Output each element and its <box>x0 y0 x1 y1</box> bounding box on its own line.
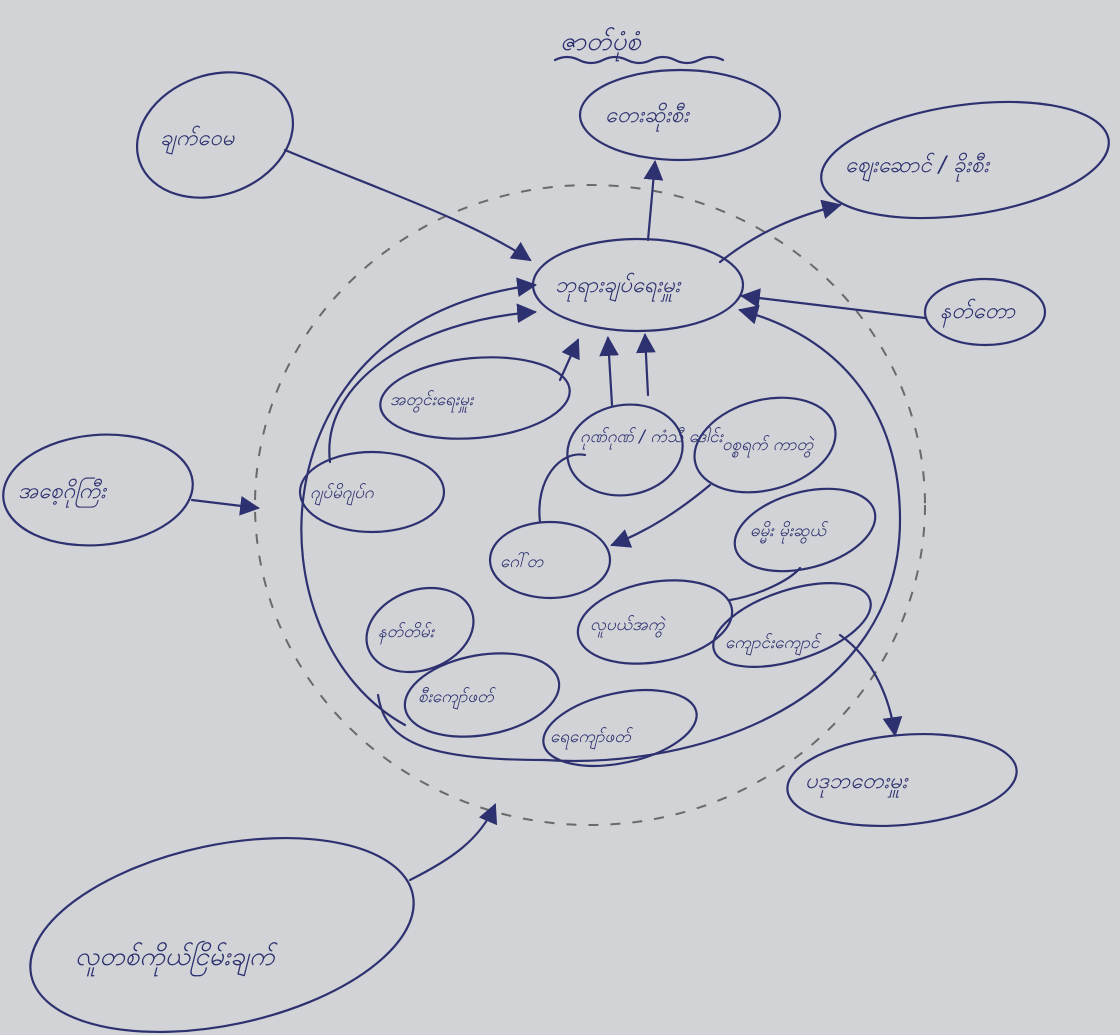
arrow-inner1-to-center <box>558 338 580 382</box>
svg-text:အစေ့ဂိုကြီး: အစေ့ဂိုကြီး <box>18 477 107 508</box>
node-left: အစေ့ဂိုကြီး <box>2 433 194 547</box>
svg-text:လူပယ်အကွဲ: လူပယ်အကွဲ <box>590 615 666 638</box>
arrow-right-loop <box>543 305 902 762</box>
svg-text:နတ်တိမ်း: နတ်တိမ်း <box>378 622 436 645</box>
arrow-center-to-topright <box>718 199 842 264</box>
node-top-right: ဈေးဆောင် / ခိုးစီး <box>820 100 1110 220</box>
svg-text:ဓမ္မိး မိုးဆွယ်: ဓမ္မိး မိုးဆွယ် <box>750 521 829 544</box>
inner-node-8: လူပယ်အကွဲ <box>576 579 734 665</box>
inner-node-7: နတ်တိမ်း <box>365 586 475 674</box>
svg-text:ဇာတ်ပုံစံ: ဇာတ်ပုံစံ <box>560 27 642 62</box>
svg-text:ကျောင်းကျောင်: ကျောင်းကျောင် <box>725 633 823 656</box>
connectors <box>190 148 927 882</box>
boundary-dashed-circle <box>254 184 926 826</box>
center-node: ဘုရားချပ်ရေးမှူး <box>531 237 745 333</box>
connector-inner10-to-bottom <box>376 693 547 762</box>
svg-text:ဂုဏ်ဂုဏ် / ကံသီ ဒေါင်း: ဂုဏ်ဂုဏ် / ကံသီ ဒေါင်း <box>580 427 724 450</box>
svg-text:ဈေးဆောင် / ခိုးစီး: ဈေးဆောင် / ခိုးစီး <box>845 152 990 182</box>
svg-text:ရေကျော်ဖတ်: ရေကျော်ဖတ် <box>550 727 634 750</box>
arrow-inner6-to-center <box>538 453 587 524</box>
svg-text:တေးဆိုးစီး: တေးဆိုးစီး <box>605 102 690 132</box>
svg-text:ဘုရားချပ်ရေးမှူး: ဘုရားချပ်ရေးမှူး <box>555 272 682 302</box>
arrow-outer-loop-left <box>300 277 537 727</box>
inner-node-10: စီးကျော်ဖတ် <box>403 652 561 738</box>
arrow-inner3b-to-center <box>636 333 656 397</box>
svg-text:ဝစ္စရက် ကာတွဲ: ဝစ္စရက် ကာတွဲ <box>722 435 814 458</box>
node-top-left: ချက်ဝေမ <box>135 71 295 199</box>
inner-node-4: ဝစ္စရက် ကာတွဲ <box>693 396 837 494</box>
arrow-bottomleft-to-circle <box>408 803 498 882</box>
svg-text:ချက်ဝေမ: ချက်ဝေမ <box>160 125 236 155</box>
inner-node-1: အတွင်းရေးမှူး <box>379 356 571 440</box>
inner-node-9: ကျောင်းကျောင် <box>712 582 872 668</box>
svg-text:နတ်တော: နတ်တော <box>940 298 1016 328</box>
arrow-left-to-circle <box>190 496 260 516</box>
node-right: နတ်တော <box>923 277 1047 347</box>
svg-text:ပဒုဘတေးမှူး: ပဒုဘတေးမှူး <box>805 769 909 798</box>
inner-node-3: ဂုဏ်ဂုဏ် / ကံသီ ဒေါင်း <box>566 403 724 497</box>
arrow-topleft-to-center <box>283 148 532 262</box>
node-bottom-left: လူတစ်ကိုယ်ငြိမ်းချက် <box>29 836 415 1034</box>
inner-node-5: ဓမ္မိး မိုးဆွယ် <box>733 487 877 573</box>
arrow-inner3a-to-center <box>599 336 619 407</box>
svg-text:ဂျပ်မိဂျပ်ဂ: ဂျပ်မိဂျပ်ဂ <box>310 483 374 506</box>
svg-text:စီးကျော်ဖတ်: စီးကျော်ဖတ် <box>418 687 497 710</box>
svg-text:ဂေါ်တ: ဂေါ်တ <box>500 552 544 572</box>
arrow-inner2-to-center <box>328 303 537 464</box>
node-top: တေးဆိုးစီး <box>578 68 782 162</box>
svg-text:အတွင်းရေးမှူး: အတွင်းရေးမှူး <box>390 390 475 413</box>
arrow-inner9-to-bottomright <box>838 633 903 737</box>
arrow-center-to-top <box>643 160 664 242</box>
connector-inner8-to-inner5 <box>728 566 802 602</box>
inner-node-6: ဂေါ်တ <box>488 520 612 600</box>
diagram-heading: ဇာတ်ပုံစံ <box>553 27 725 65</box>
inner-node-11: ရေကျော်ဖတ် <box>542 689 698 767</box>
arrow-right-to-center <box>740 288 927 320</box>
inner-node-2: ဂျပ်မိဂျပ်ဂ <box>298 450 446 534</box>
arrow-inner4-to-inner6 <box>610 483 712 548</box>
svg-text:လူတစ်ကိုယ်ငြိမ်းချက်: လူတစ်ကိုယ်ငြိမ်းချက် <box>75 940 278 977</box>
